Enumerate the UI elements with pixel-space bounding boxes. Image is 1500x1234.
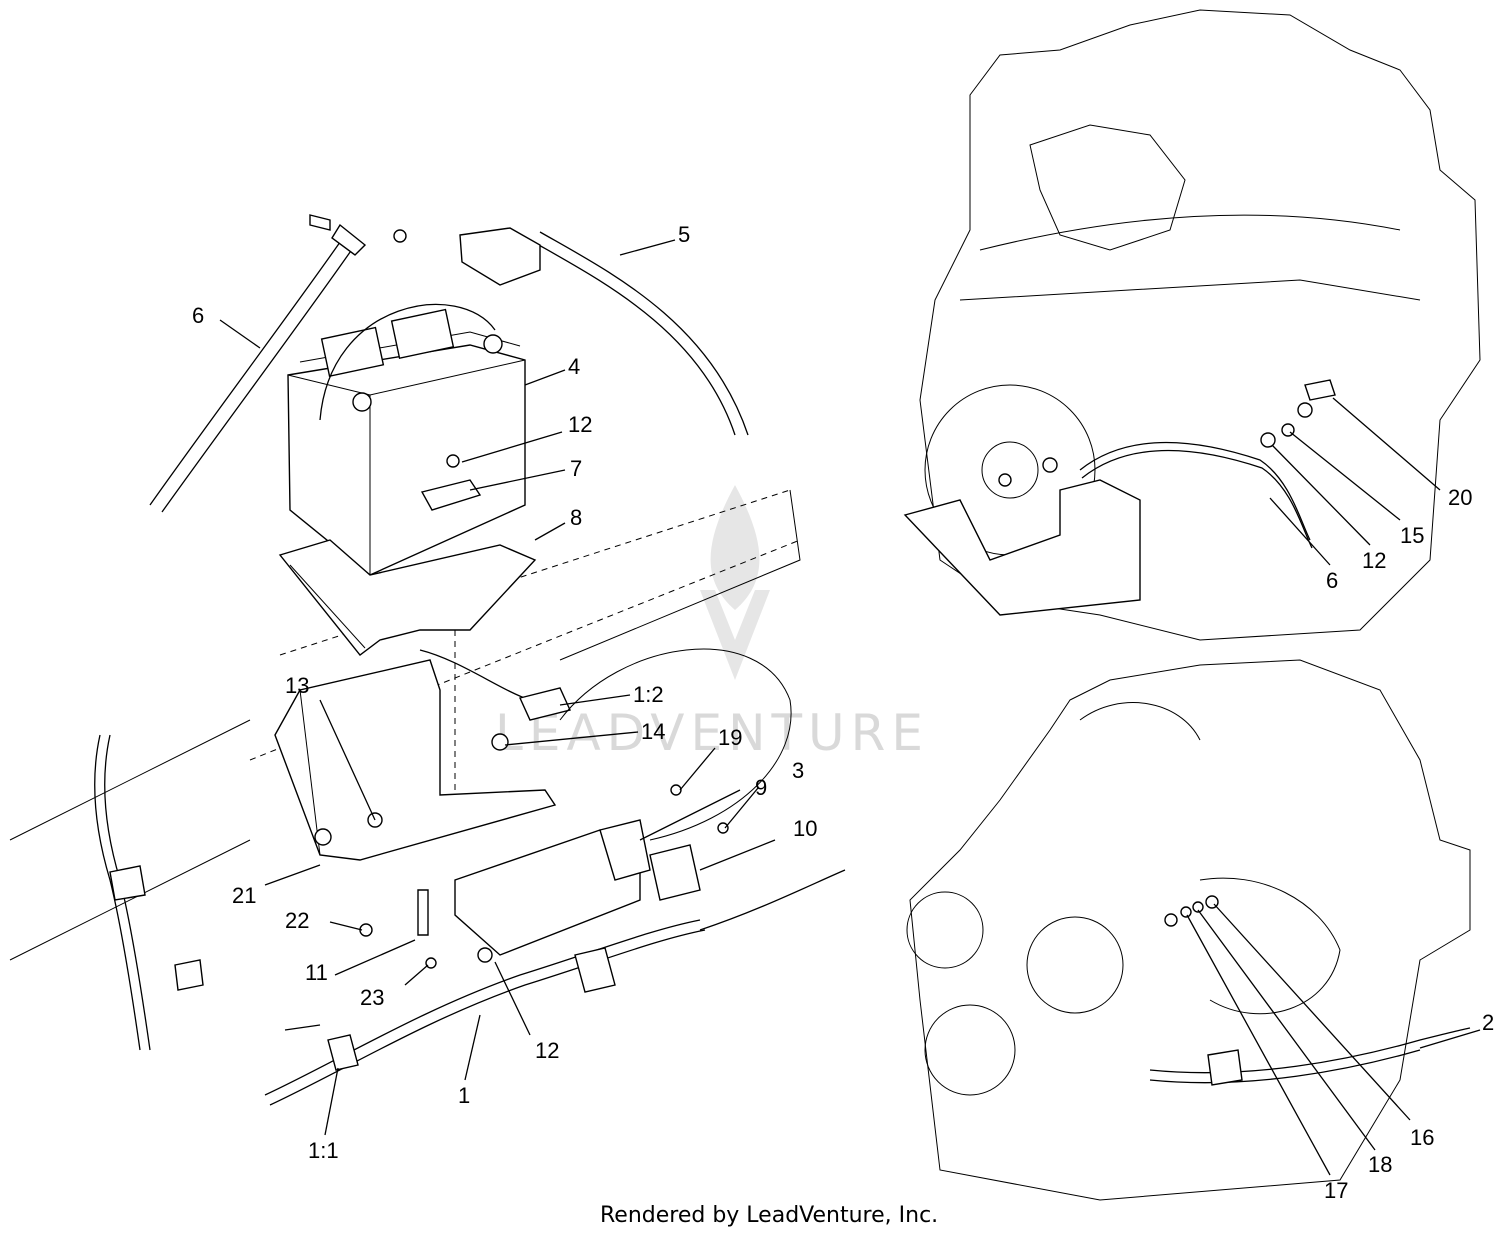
callout-1-1: 1:1 bbox=[308, 1138, 339, 1163]
callout-2: 2 bbox=[1482, 1010, 1494, 1035]
leader-lines bbox=[219, 239, 1481, 1176]
callout-6: 6 bbox=[192, 303, 204, 328]
callout-21: 21 bbox=[232, 883, 256, 908]
engine-lower bbox=[906, 659, 1471, 1201]
callout-labels: 5 6 4 12 7 8 1:2 13 14 19 9 3 10 21 22 1… bbox=[192, 222, 1494, 1203]
callout-16: 16 bbox=[1410, 1125, 1434, 1150]
callout-7: 7 bbox=[570, 456, 582, 481]
callout-12: 12 bbox=[568, 412, 592, 437]
callout-10: 10 bbox=[793, 816, 817, 841]
watermark: LEADVENTURE bbox=[495, 485, 929, 762]
callout-13: 13 bbox=[285, 673, 309, 698]
watermark-text: LEADVENTURE bbox=[495, 704, 929, 762]
callout-17: 17 bbox=[1324, 1178, 1348, 1203]
callout-15: 15 bbox=[1400, 523, 1424, 548]
callout-12-engine: 12 bbox=[1362, 548, 1386, 573]
footer-credit: Rendered by LeadVenture, Inc. bbox=[600, 1203, 938, 1228]
callout-8: 8 bbox=[570, 505, 582, 530]
callout-12-lower: 12 bbox=[535, 1038, 559, 1063]
callout-1-2: 1:2 bbox=[633, 682, 664, 707]
callout-14: 14 bbox=[641, 719, 665, 744]
callout-22: 22 bbox=[285, 908, 309, 933]
callout-18: 18 bbox=[1368, 1152, 1392, 1177]
callout-20: 20 bbox=[1448, 485, 1472, 510]
callout-23: 23 bbox=[360, 985, 384, 1010]
callout-4: 4 bbox=[568, 354, 580, 379]
engine-upper bbox=[903, 9, 1481, 641]
callout-19: 19 bbox=[718, 725, 742, 750]
callout-5: 5 bbox=[678, 222, 690, 247]
callout-1: 1 bbox=[458, 1083, 470, 1108]
callout-3: 3 bbox=[792, 758, 804, 783]
callout-9: 9 bbox=[755, 775, 767, 800]
callout-11: 11 bbox=[305, 960, 328, 985]
callout-6-engine: 6 bbox=[1326, 568, 1338, 593]
battery-assembly bbox=[9, 214, 846, 1106]
